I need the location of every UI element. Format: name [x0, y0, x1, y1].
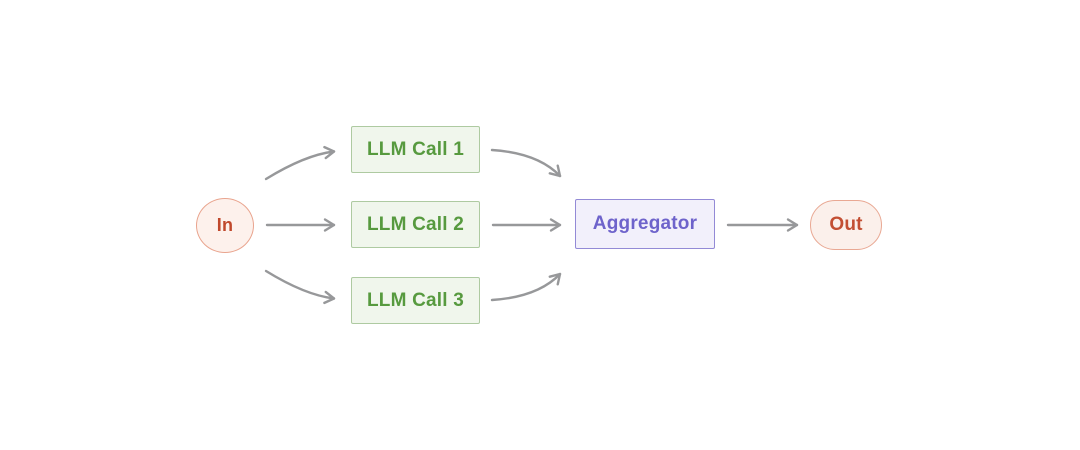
- node-out: Out: [810, 200, 882, 250]
- arrow-in-to-llm-call-3: [264, 269, 336, 305]
- arrow-llm-call-1-to-aggregator: [490, 148, 562, 178]
- node-aggregator-label: Aggregator: [592, 213, 698, 234]
- node-aggregator: Aggregator: [575, 199, 715, 249]
- node-llm-call-1: LLM Call 1: [351, 126, 480, 173]
- node-in: In: [196, 198, 254, 253]
- node-llm-call-1-label: LLM Call 1: [366, 138, 464, 160]
- node-llm-call-3: LLM Call 3: [351, 277, 480, 324]
- arrow-llm-call-3-to-aggregator: [490, 272, 562, 302]
- node-llm-call-3-label: LLM Call 3: [366, 289, 464, 311]
- node-llm-call-2-label: LLM Call 2: [366, 213, 464, 235]
- node-out-label: Out: [829, 214, 863, 235]
- node-in-label: In: [216, 215, 234, 235]
- node-llm-call-2: LLM Call 2: [351, 201, 480, 248]
- arrow-in-to-llm-call-1: [264, 145, 336, 181]
